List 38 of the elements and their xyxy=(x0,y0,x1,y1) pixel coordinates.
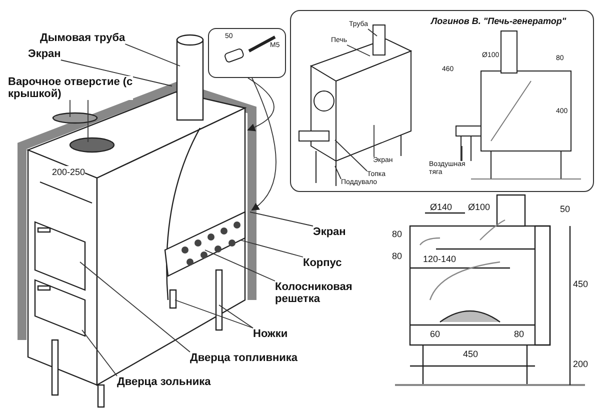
dimension-label: 450 xyxy=(463,350,478,358)
leader-line xyxy=(124,44,180,66)
leader-line xyxy=(240,240,304,258)
part-label: Дверца зольника xyxy=(117,376,211,388)
dimension-label: 60 xyxy=(430,330,440,338)
leader-line xyxy=(218,304,254,328)
dimension-label: 200-250 xyxy=(52,166,86,178)
leader-line xyxy=(251,78,276,211)
leader-line xyxy=(80,262,190,352)
dimension-label: 450 xyxy=(573,280,588,288)
part-label: Дымовая труба xyxy=(40,32,126,44)
dimension-label: 120-140 xyxy=(423,255,456,263)
detail-inset-drawing xyxy=(208,28,286,78)
leader-line xyxy=(60,60,172,86)
leader-line xyxy=(334,140,368,172)
part-label: Экран xyxy=(28,48,61,60)
part-label: Ножки xyxy=(253,328,288,340)
part-label: Варочное отверстие (с крышкой) xyxy=(8,76,133,100)
leader-line xyxy=(82,330,118,376)
dimension-label: 80 xyxy=(392,252,402,260)
dimension-label: Ø100 xyxy=(468,203,490,211)
inset-panel xyxy=(290,10,594,192)
part-label: Экран xyxy=(313,226,346,238)
dimension-label: 50 xyxy=(560,205,570,213)
part-label: Дверца топливника xyxy=(190,352,298,364)
inset-title: Логинов В. "Печь-генератор" xyxy=(431,17,566,25)
dimension-label: 80 xyxy=(392,230,402,238)
leader-line xyxy=(204,250,276,282)
leader-line xyxy=(346,44,370,56)
dimension-label: 80 xyxy=(514,330,524,338)
leader-line xyxy=(368,28,378,36)
leader-line xyxy=(247,78,274,131)
leader-line xyxy=(250,212,314,226)
dimension-label: 200 xyxy=(573,360,588,368)
leader-line xyxy=(174,300,254,328)
leader-line xyxy=(334,166,342,180)
part-label: Корпус xyxy=(303,257,342,269)
dimension-label: Ø140 xyxy=(430,203,452,211)
